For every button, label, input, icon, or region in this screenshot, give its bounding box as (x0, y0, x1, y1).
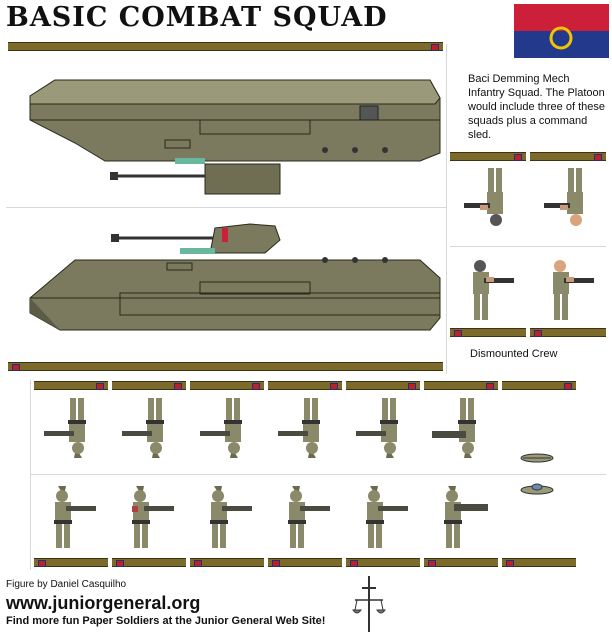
infantry-figure (444, 486, 488, 548)
squad-description: Baci Demming Mech Infantry Squad. The Pl… (468, 73, 605, 141)
infantry-base (190, 558, 264, 567)
divider (446, 44, 447, 374)
infantry-base (502, 381, 576, 390)
infantry-base (346, 558, 420, 567)
figure-credit: Figure by Daniel Casquilho (6, 579, 127, 590)
infantry-base (112, 558, 186, 567)
divider (30, 380, 31, 570)
infantry-figure-inverted (200, 398, 242, 458)
apc-vehicle-side (29, 223, 441, 331)
crew-figure (553, 260, 594, 320)
infantry-figure-inverted (356, 398, 398, 458)
infantry-base (268, 558, 342, 567)
infantry-figure (288, 486, 330, 548)
vehicle-base-top (8, 42, 443, 51)
infantry-base (34, 558, 108, 567)
infantry-figure-inverted (278, 398, 320, 458)
infantry-base (424, 381, 498, 390)
infantry-figure (54, 486, 96, 548)
dismounted-crew-caption: Dismounted Crew (470, 348, 558, 360)
crew-figure-inverted (464, 168, 503, 226)
infantry-base (268, 381, 342, 390)
sword-scales-logo-icon (352, 576, 386, 632)
divider (450, 246, 606, 247)
site-url[interactable]: www.juniorgeneral.org (6, 593, 201, 613)
crew-base (450, 152, 526, 161)
infantry-base (424, 558, 498, 567)
infantry-base (346, 381, 420, 390)
infantry-figure (132, 486, 174, 548)
divider (30, 474, 606, 475)
crew-figure-inverted (544, 168, 583, 226)
drone-icon (520, 453, 554, 463)
page-title: BASIC COMBAT SQUAD (6, 2, 388, 33)
crew-base (530, 152, 606, 161)
infantry-base (34, 381, 108, 390)
crew-base (530, 328, 606, 337)
apc-vehicle-top (29, 79, 441, 195)
faction-flag-icon (514, 4, 609, 58)
crew-figure (473, 260, 514, 320)
infantry-figure-inverted (432, 398, 476, 458)
divider (6, 207, 446, 208)
infantry-base (190, 381, 264, 390)
infantry-base (112, 381, 186, 390)
infantry-figure-inverted (44, 398, 86, 458)
drone-icon (520, 483, 554, 495)
infantry-figure-inverted (122, 398, 164, 458)
infantry-base (502, 558, 576, 567)
crew-base (450, 328, 526, 337)
infantry-figure (366, 486, 408, 548)
vehicle-base-bottom (8, 362, 443, 371)
site-tagline: Find more fun Paper Soldiers at the Juni… (6, 615, 326, 627)
infantry-figure (210, 486, 252, 548)
